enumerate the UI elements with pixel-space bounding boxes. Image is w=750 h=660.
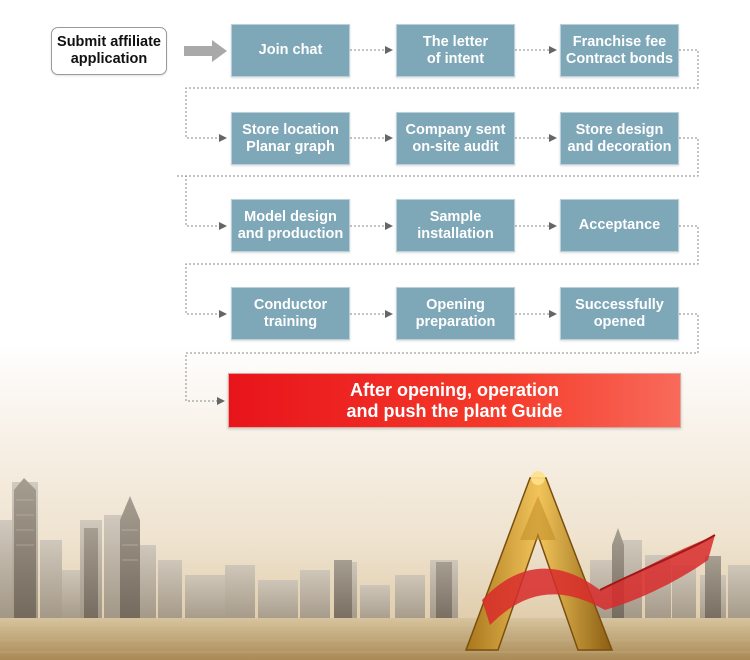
step-label: Company sent (405, 121, 506, 138)
step-label: Planar graph (246, 138, 335, 155)
step-label: and production (237, 225, 344, 242)
step-acceptance: Acceptance (560, 199, 679, 252)
start-node: Submit affiliate application (51, 27, 167, 75)
start-line-2: application (70, 51, 148, 67)
step-label: Franchise fee (572, 33, 667, 50)
step-label: training (263, 313, 318, 330)
step-label: and decoration (567, 138, 672, 155)
golden-emblem-icon (464, 471, 716, 651)
step-label: Opening (426, 296, 485, 313)
start-arrow-icon (184, 40, 227, 62)
step-label: Join chat (258, 42, 323, 58)
final-line-2: and push the plant Guide (346, 400, 563, 421)
step-label: opened (593, 313, 646, 330)
final-step-operation-guide: After opening, operation and push the pl… (228, 373, 681, 428)
step-label: installation (417, 225, 494, 242)
step-join-chat: Join chat (231, 24, 350, 77)
step-label: Conductor (253, 296, 328, 313)
final-line-1: After opening, operation (350, 379, 559, 400)
step-label: Successfully (575, 296, 664, 313)
start-line-1: Submit affiliate (57, 34, 161, 50)
step-label: The letter (422, 33, 489, 50)
step-label: of intent (426, 50, 485, 67)
step-label: Store location (242, 121, 339, 138)
step-label: Acceptance (578, 217, 661, 233)
step-label: on-site audit (412, 138, 499, 155)
step-label: Store design (575, 121, 664, 138)
step-label: Contract bonds (565, 50, 674, 67)
step-label: Sample (429, 208, 482, 225)
step-label: Model design (244, 208, 337, 225)
step-label: preparation (415, 313, 496, 330)
